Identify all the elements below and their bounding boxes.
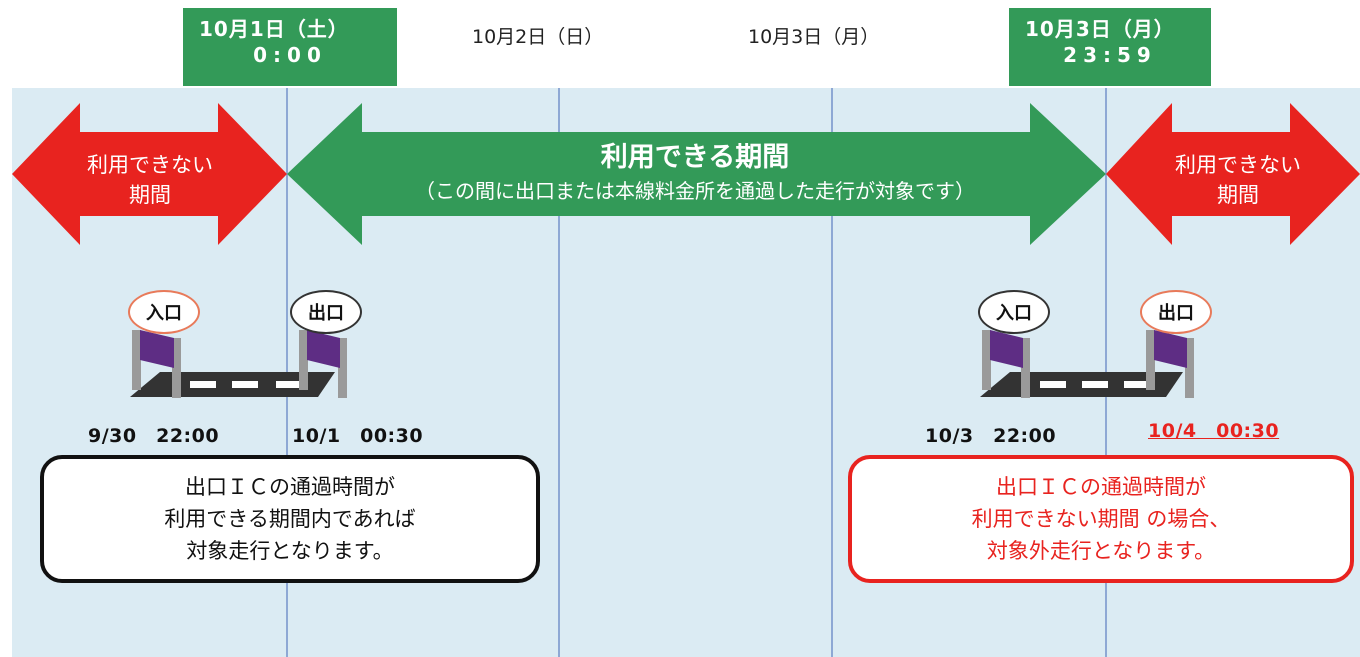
unavailable-right-line1: 利用できない bbox=[1175, 153, 1301, 177]
note-ineligible: 出口ＩＣの通過時間が 利用できない期間 の場合、 対象外走行となります。 bbox=[848, 455, 1354, 583]
left-entry-gate-label: 入口 bbox=[128, 290, 200, 334]
day3-label: 10月3日（月） bbox=[748, 26, 880, 48]
note-eligible-line1: 出口ＩＣの通過時間が bbox=[185, 475, 395, 499]
unavailable-right-line2: 期間 bbox=[1217, 183, 1259, 207]
left-exit-gate-label: 出口 bbox=[290, 290, 362, 334]
start-time: 0:00 bbox=[253, 43, 327, 67]
end-date: 10月3日（月） bbox=[1025, 17, 1175, 41]
right-entry-gate-label: 入口 bbox=[978, 290, 1050, 334]
note-ineligible-line3: 対象外走行となります。 bbox=[986, 539, 1216, 563]
unavailable-left-line2: 期間 bbox=[129, 183, 171, 207]
note-eligible: 出口ＩＣの通過時間が 利用できる期間内であれば 対象走行となります。 bbox=[40, 455, 540, 583]
available-label: 利用できる期間 （この間に出口または本線料金所を通過した走行が対象です） bbox=[310, 140, 1080, 206]
day2-label: 10月2日（日） bbox=[472, 26, 604, 48]
left-entry-time: 9/30 22:00 bbox=[88, 425, 220, 447]
unavailable-left-line1: 利用できない bbox=[87, 153, 213, 177]
left-road-illustration bbox=[130, 330, 347, 398]
note-eligible-line3: 対象走行となります。 bbox=[186, 539, 394, 563]
unavailable-right-label: 利用できない 期間 bbox=[1130, 150, 1346, 210]
note-eligible-line2: 利用できる期間内であれば bbox=[164, 507, 416, 531]
unavailable-right-arrow bbox=[1106, 103, 1360, 245]
unavailable-left-label: 利用できない 期間 bbox=[40, 150, 260, 210]
end-time: 23:59 bbox=[1063, 43, 1157, 67]
available-arrow bbox=[287, 103, 1106, 245]
available-subtitle: （この間に出口または本線料金所を通過した走行が対象です） bbox=[415, 179, 975, 203]
start-date: 10月1日（土） bbox=[199, 17, 349, 41]
right-exit-gate-label: 出口 bbox=[1140, 290, 1212, 334]
left-exit-time: 10/1 00:30 bbox=[292, 425, 424, 447]
note-ineligible-line1: 出口ＩＣの通過時間が bbox=[996, 475, 1206, 499]
note-ineligible-line2: 利用できない期間 の場合、 bbox=[971, 507, 1231, 531]
available-title: 利用できる期間 bbox=[600, 142, 790, 173]
end-date-box: 10月3日（月） 23:59 bbox=[1009, 8, 1211, 86]
right-road-illustration bbox=[980, 330, 1194, 398]
start-date-box: 10月1日（土） 0:00 bbox=[183, 8, 397, 86]
right-entry-time: 10/3 22:00 bbox=[925, 425, 1057, 447]
unavailable-left-arrow bbox=[12, 103, 287, 245]
right-exit-time: 10/4 00:30 bbox=[1148, 420, 1280, 442]
